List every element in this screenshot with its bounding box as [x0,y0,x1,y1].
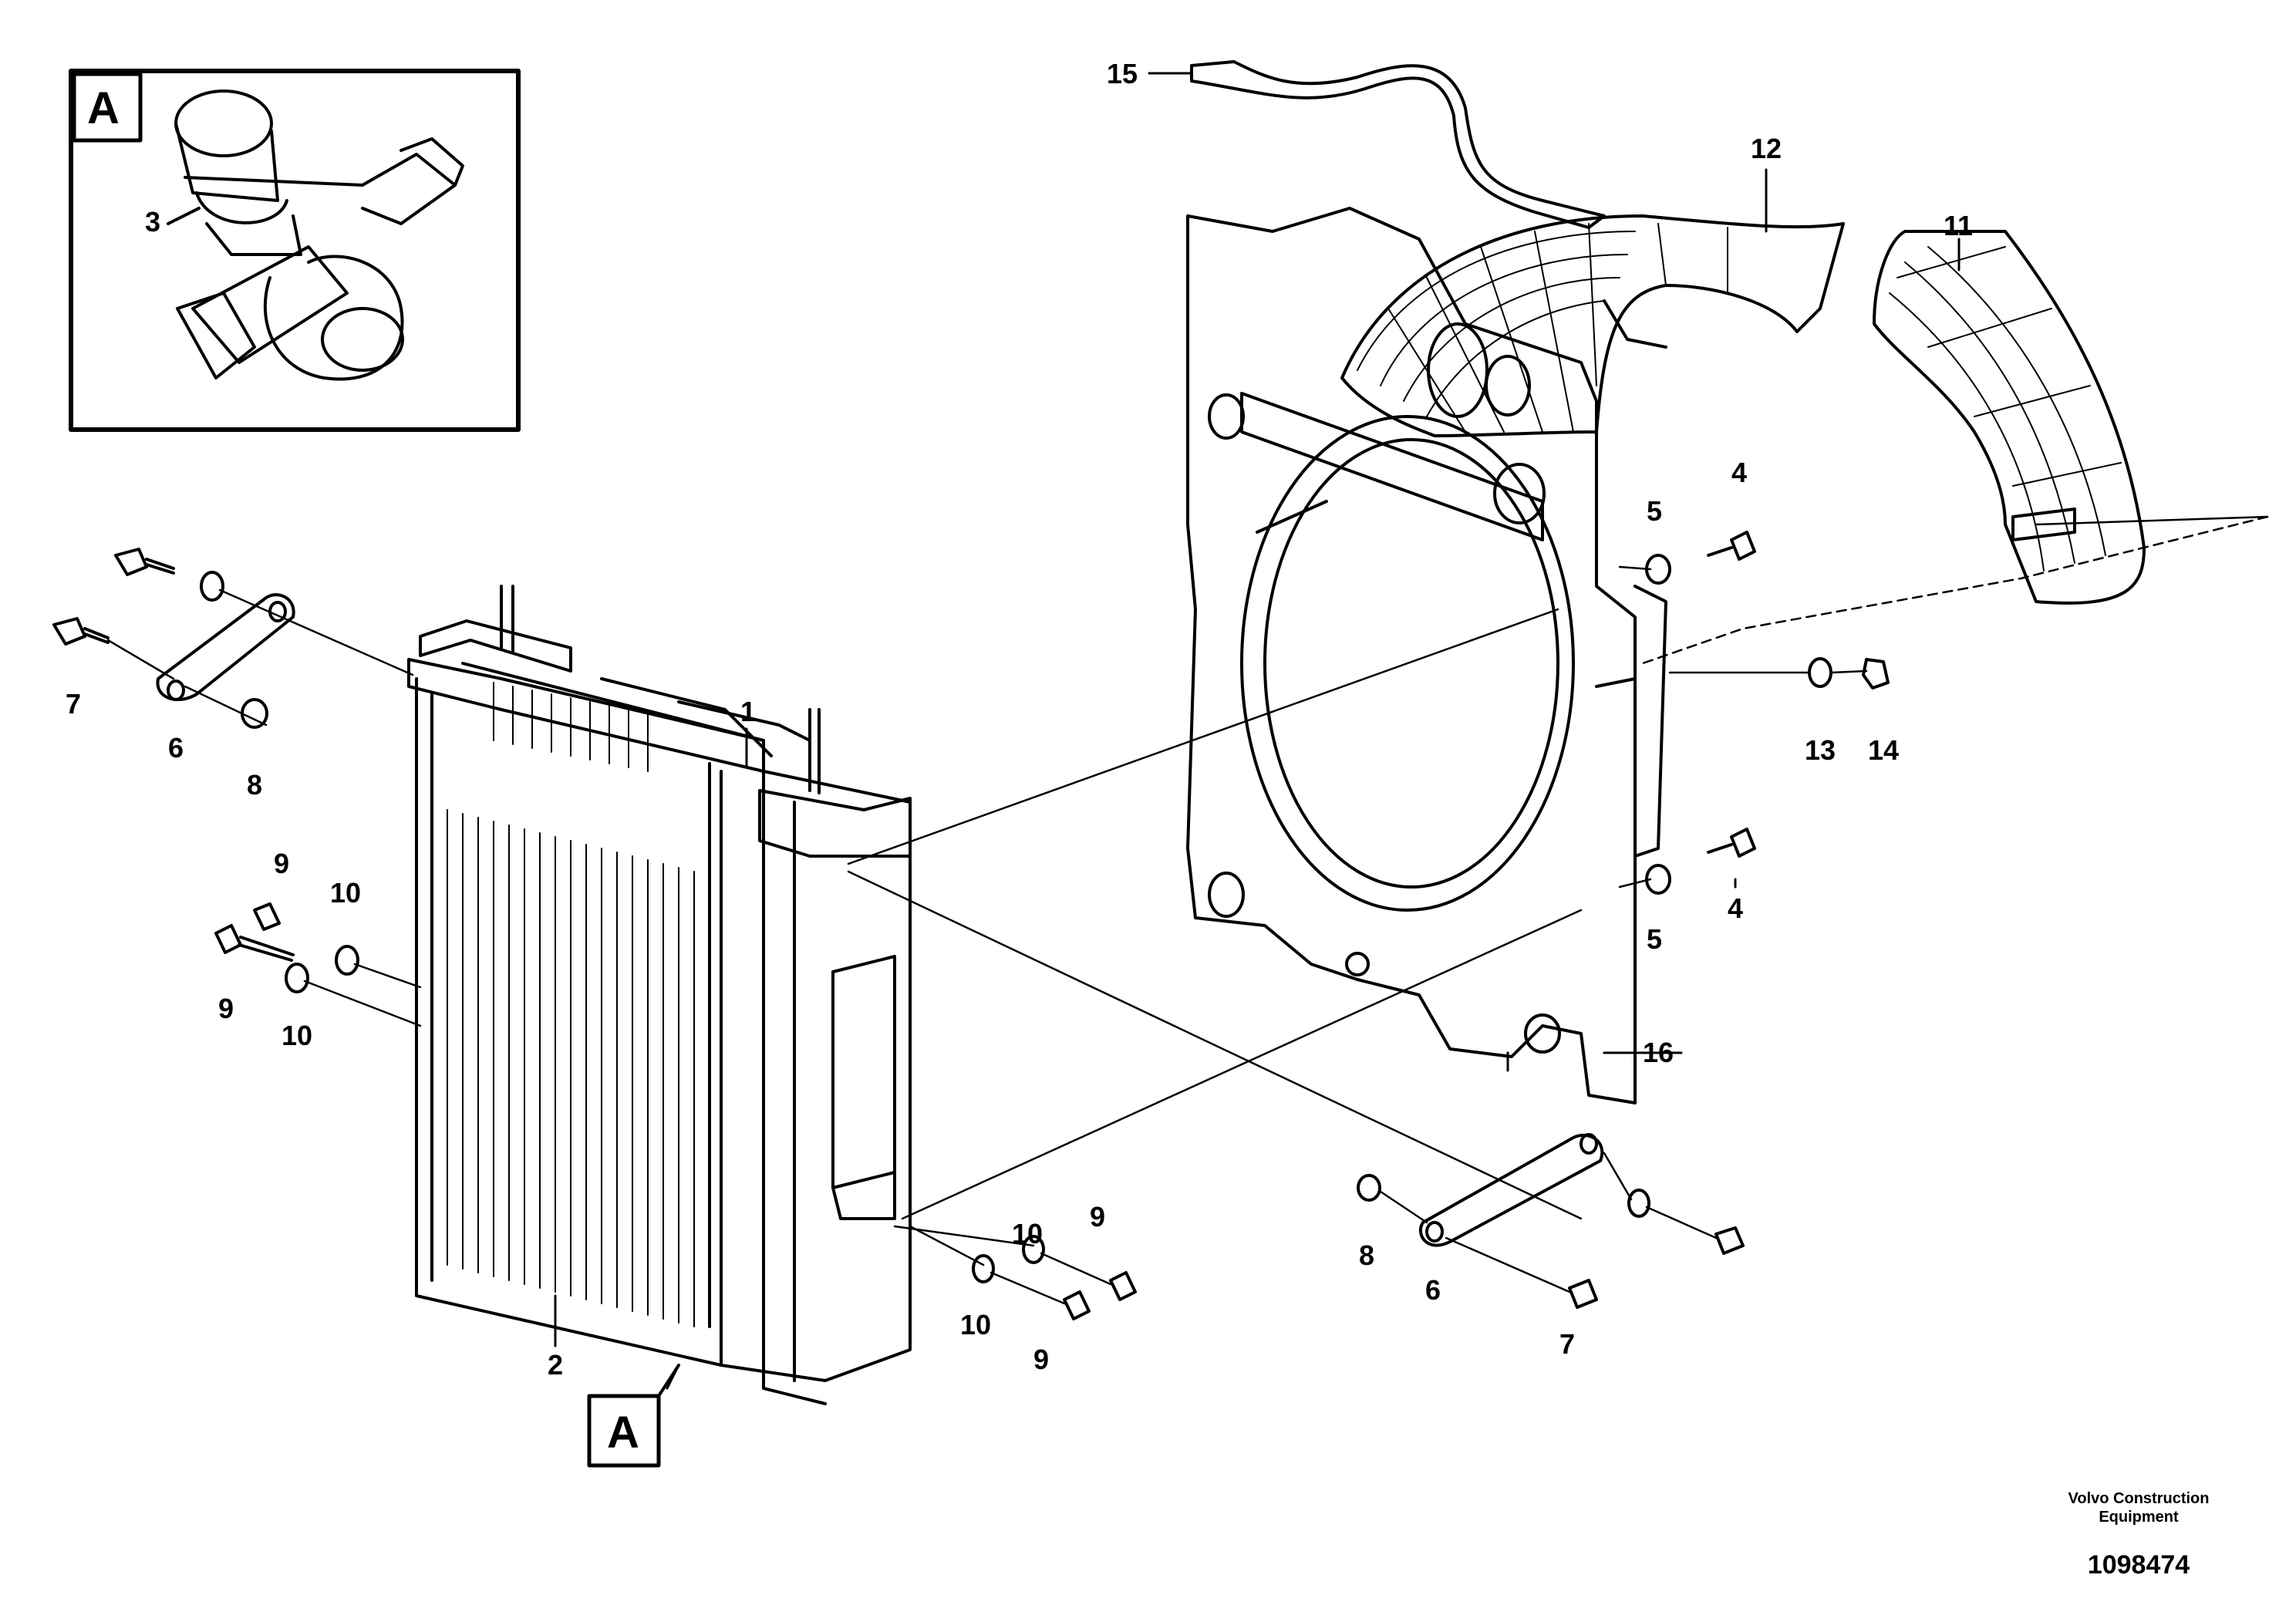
label-leaders [554,72,1961,1390]
brand-line-1: Volvo Construction [2068,1490,2210,1507]
label-8-left: 8 [247,769,262,801]
brand-line-2: Equipment [2099,1509,2179,1526]
label-4-bottom: 4 [1728,892,1743,924]
document-number: 1098474 [2087,1550,2190,1580]
label-9-right-bottom: 9 [1033,1344,1049,1375]
callout-letter: A [607,1408,639,1458]
assembly-lines [106,515,2269,1305]
label-2: 2 [548,1349,563,1381]
label-10-right-top: 10 [1012,1218,1043,1249]
label-7-left: 7 [66,688,81,720]
label-16: 16 [1643,1037,1674,1068]
label-9-left-top: 9 [274,848,289,879]
label-13: 13 [1805,734,1836,766]
inset-letter: A [87,83,120,133]
pressure-sensor-fitting [174,89,464,381]
label-15: 15 [1107,58,1138,89]
label-10-left-top: 10 [330,877,361,909]
label-3: 3 [145,206,160,238]
label-10-left-bottom: 10 [282,1020,312,1051]
label-12: 12 [1751,133,1782,164]
label-4-top: 4 [1731,457,1747,488]
fan-shroud [1186,207,1667,1104]
label-14: 14 [1868,734,1899,766]
label-8-right: 8 [1359,1239,1374,1271]
label-6-left: 6 [168,732,184,764]
label-5-bottom: 5 [1647,923,1662,955]
label-10-right-bottom: 10 [960,1309,991,1340]
inset-detail-a [69,69,521,432]
hardware [52,531,1890,1320]
fan-guard-upper [1340,214,1845,437]
label-9-right-top: 9 [1090,1201,1105,1233]
label-7-right: 7 [1559,1328,1575,1360]
label-9-left-bottom: 9 [218,993,234,1024]
label-5-top: 5 [1647,495,1662,527]
label-1: 1 [740,696,756,727]
publisher-brand: Volvo Construction Equipment [2054,1489,2224,1526]
radiator-assembly [407,585,912,1405]
fan-guard-lower [1873,230,2146,605]
seal-strip [1190,60,1606,229]
label-11: 11 [1944,210,1973,241]
part-labels: 15 12 11 3 4 5 7 6 8 1 13 14 9 10 9 10 4… [66,58,1973,1381]
label-6-right: 6 [1425,1274,1441,1306]
callout-box-a [587,1364,680,1468]
